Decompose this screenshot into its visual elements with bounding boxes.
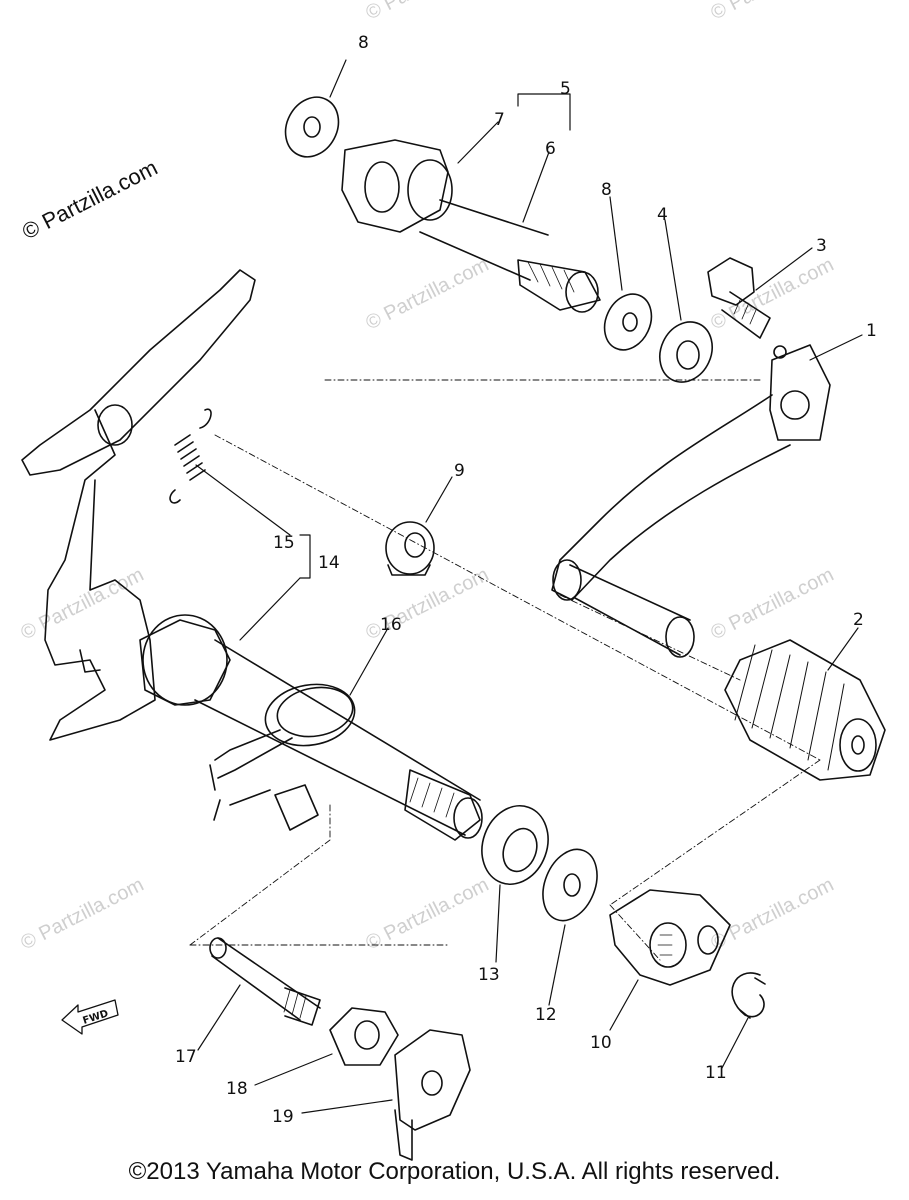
- callout-12: 12: [535, 1005, 557, 1025]
- part-bushing: [385, 521, 435, 576]
- watermark-text: © Partzilla.com: [17, 874, 147, 955]
- part-circlip: [731, 972, 766, 1019]
- callout-4: 4: [657, 205, 668, 225]
- part-torsion-spring: [209, 683, 356, 831]
- part-collar: [481, 805, 549, 885]
- callout-3: 3: [816, 236, 827, 256]
- callout-15: 15: [273, 533, 295, 553]
- part-bolt: [707, 257, 771, 339]
- part-shift-arm-plate: [21, 269, 256, 741]
- watermark-text: © Partzilla.com: [707, 0, 837, 24]
- part-shift-pedal: [551, 344, 831, 658]
- callout-17: 17: [175, 1047, 197, 1067]
- watermark-layer: © Partzilla.com © Partzilla.com © Partzi…: [17, 0, 837, 954]
- callout-13: 13: [478, 965, 500, 985]
- callout-16: 16: [380, 615, 402, 635]
- part-pedal-rubber: [724, 639, 886, 781]
- callout-8-lower: 8: [601, 180, 612, 200]
- callout-labels: 1 2 3 4 5 6 7 8 8 9 10 11 12 13 14 15 16…: [82, 33, 877, 1127]
- callout-1: 1: [866, 321, 877, 341]
- callout-5: 5: [560, 79, 571, 99]
- callout-14: 14: [318, 553, 340, 573]
- watermark-text: © Partzilla.com: [362, 254, 492, 335]
- part-spring: [169, 408, 212, 504]
- part-washer-12: [542, 848, 598, 922]
- callout-11: 11: [705, 1063, 727, 1083]
- part-shift-shaft: [341, 139, 601, 313]
- callout-9: 9: [454, 461, 465, 481]
- watermark-text: © Partzilla.com: [707, 564, 837, 645]
- part-nut: [329, 1007, 399, 1066]
- callout-18: 18: [226, 1079, 248, 1099]
- callout-7: 7: [494, 110, 505, 130]
- part-washer-upper: [284, 96, 340, 158]
- copyright-footer: ©2013 Yamaha Motor Corporation, U.S.A. A…: [128, 1158, 781, 1185]
- leader-lines: [195, 59, 863, 1114]
- assembly-center-lines: [189, 379, 821, 961]
- callout-10: 10: [590, 1033, 612, 1053]
- callout-8-upper: 8: [358, 33, 369, 53]
- watermark-text: © Partzilla.com: [362, 874, 492, 955]
- callout-2: 2: [853, 610, 864, 630]
- watermark-text: © Partzilla.com: [362, 0, 492, 24]
- part-washer-lower: [603, 293, 653, 351]
- watermark-text: © Partzilla.com: [17, 564, 147, 645]
- fwd-label: FWD: [82, 1008, 110, 1027]
- callout-19: 19: [272, 1107, 294, 1127]
- callout-6: 6: [545, 139, 556, 159]
- part-shift-lever: [609, 889, 731, 986]
- watermark-text: © Partzilla.com: [707, 254, 837, 335]
- part-oil-seal: [659, 321, 713, 383]
- part-shaft: [139, 614, 483, 841]
- part-lock-plate: [394, 1029, 471, 1161]
- watermark-text: © Partzilla.com: [707, 874, 837, 955]
- part-stud-bolt: [209, 937, 321, 1026]
- fwd-arrow-icon: [61, 999, 119, 1035]
